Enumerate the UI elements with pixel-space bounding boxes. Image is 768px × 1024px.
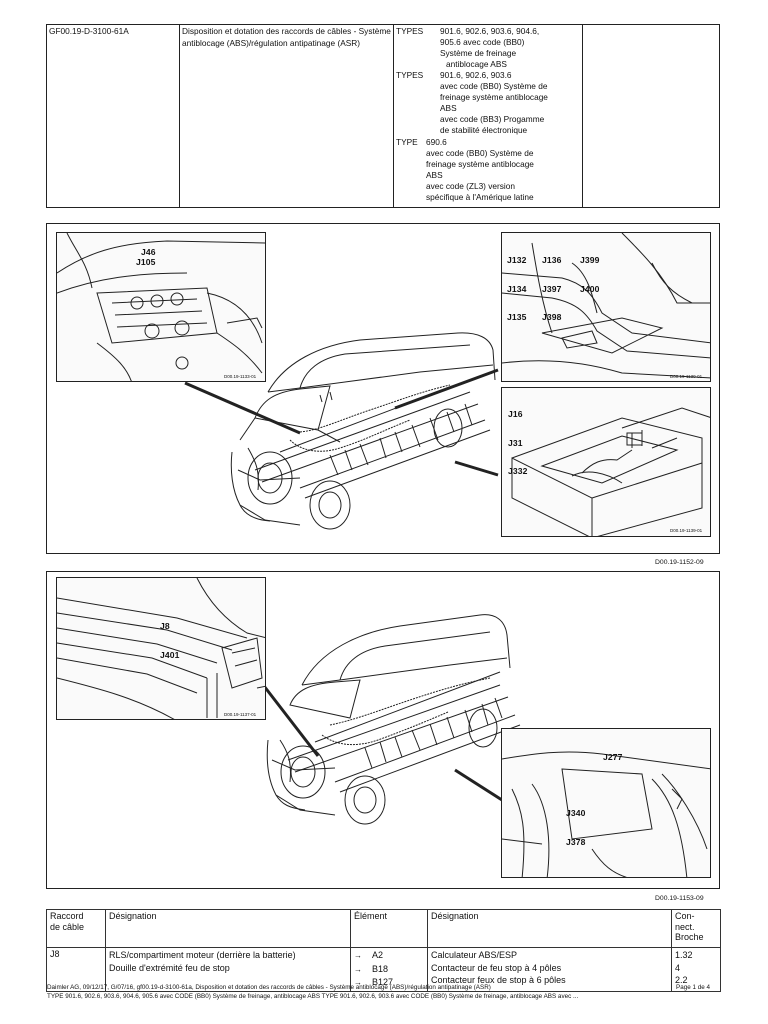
label-j401: J401 [160,649,180,660]
types-values: 901.6, 902.6, 903.6, 904.6, [440,26,540,36]
labels-abs-unit: J8 J401 [160,603,180,670]
inset-brake-switch [501,728,711,878]
inset-ref-dashboard: D00.19-1133-01 [224,374,257,379]
types-desc: avec code (BB3) Progamme [440,114,545,124]
inset-dashboard [56,232,266,382]
label-j332: J332 [508,466,528,476]
types-label: TYPES [396,26,424,36]
label-j378: J378 [566,836,586,847]
header-divider-3 [582,24,583,208]
label-j105: J105 [136,257,156,267]
types-desc: Système de freinage [440,48,517,58]
label-j135: J135 [507,312,527,322]
types-desc: ABS [440,103,457,113]
arrow-icon: → [354,951,362,960]
labels-brake-switch: J340 J378 [566,790,586,857]
types-desc: spécifique à l'Amérique latine [426,192,534,202]
types-desc: ABS [426,170,443,180]
types-values: 690.6 [426,137,447,147]
table-row: J8 RLS/compartiment moteur (derrière la … [46,947,721,992]
element-code: A2 [372,950,384,960]
types-desc: avec code (BB0) Système de [440,81,548,91]
label-j277: J277 [603,752,623,762]
footer-line-1: Daimler AG, 09/12/17, G/07/16, gf00.19-d… [47,984,491,991]
label-j16: J16 [508,409,523,419]
label-j340: J340 [566,808,586,818]
label-j46: J46 [141,247,156,257]
types-desc: antiblocage ABS [446,59,507,69]
types-desc: de stabilité électronique [440,125,528,135]
cell-raccord: J8 [46,947,106,992]
inset-ref-bottom-right: D00.19-1139-01 [670,528,703,533]
inset-ref-top-right: D00.19-1130-01 [670,374,703,379]
footer-line-2: TYPE 901.6, 902.6, 903.6, 904.6, 905.6 a… [47,993,579,1000]
label-j136: J136 [542,255,562,265]
header-broche: Con-nect.Broche [671,909,721,948]
label-j8: J8 [160,621,170,631]
cell-designation-2: Calculateur ABS/ESP Contacteur de feu st… [427,947,672,992]
labels-bottom-right: J16 J31 J332 [508,391,528,486]
types-desc: avec code (ZL3) version [426,181,516,191]
document-code: GF00.19-D-3100-61A [49,26,129,36]
element-code: B18 [372,963,389,974]
label-j132: J132 [507,255,527,265]
header-designation-2: Désignation [427,909,672,948]
types-label: TYPES [396,70,424,80]
header-divider-1 [179,24,180,208]
header-element: Élément [350,909,428,948]
element-code: B127 [372,977,394,987]
header-divider-2 [393,24,394,208]
label-j398: J398 [542,312,562,322]
arrow-icon: → [354,978,362,987]
types-values: 901.6, 902.6, 903.6 [440,70,512,80]
labels-top-right: J132 J136 J399 J134 J397 J400 J135 J398 [507,237,600,332]
figure-1-reference: D00.19-1152-09 [655,559,704,566]
types-block-2: TYPES 901.6, 902.6, 903.6 avec code (BB0)… [396,70,548,136]
types-block-3: TYPE 690.6 avec code (BB0) Système de fre… [396,137,534,203]
footer-page-number: Page 1 de 4 [676,984,710,991]
document-title: Disposition et dotation des raccords de … [182,26,391,48]
types-desc: 905.6 avec code (BB0) [440,37,525,47]
types-desc: avec code (BB0) Système de [426,148,534,158]
figure-2-reference: D00.19-1153-09 [655,895,704,902]
header-table [46,24,720,208]
label-j31: J31 [508,437,523,448]
label-j134: J134 [507,283,527,294]
cell-broche: 1.32 4 2.2 [671,947,721,992]
types-label: TYPE [396,137,418,147]
arrow-icon: → [354,964,362,974]
cell-designation: RLS/compartiment moteur (derrière la bat… [105,947,351,992]
cell-element: → A2 → B18 → B127 [350,947,428,992]
label-j397: J397 [542,283,562,294]
inset-ref-abs-unit: D00.19-1137-01 [224,712,257,717]
types-desc: freinage système antiblocage [426,159,534,169]
label-j400: J400 [580,283,600,294]
types-block-1: TYPES 901.6, 902.6, 903.6, 904.6, 905.6 a… [396,26,539,70]
inset-reservoir-bottom-right [501,387,711,537]
types-desc: freinage système antiblocage [440,92,548,102]
inset-abs-unit [56,577,266,720]
inset-pipes-top-right [501,232,711,382]
header-designation: Désignation [105,909,351,948]
label-j399: J399 [580,255,600,265]
